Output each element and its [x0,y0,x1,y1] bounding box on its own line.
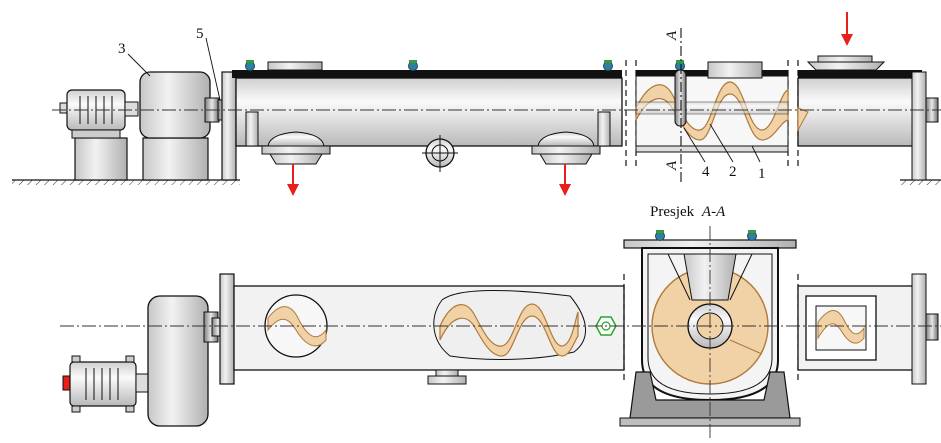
flow-arrow-icon [287,12,853,196]
inspection-port-icon [422,135,458,172]
centerline-bottom [60,226,941,440]
section-marker-a-bottom: A [664,160,680,171]
screw-shaft-top [635,101,789,115]
gearbox-plan [147,295,225,427]
label-part-5: 5 [196,26,204,42]
discharge-outlet-1 [261,131,331,165]
leader-lines [127,37,761,163]
section-marker-a-top: A [664,30,680,41]
section-caption-id: A-A [701,204,726,220]
section-caption: Presjek A-A [650,204,726,220]
gearbox [139,71,220,139]
screw-cutaway-plan [433,290,586,360]
bolt-icon [245,60,685,71]
trough-left-end [221,71,237,181]
label-part-2: 2 [729,164,737,180]
label-part-1: 1 [758,166,766,182]
trough-right-section [797,55,939,181]
bolt-icon [655,230,757,241]
electric-motor [59,89,139,139]
label-part-4: 4 [702,164,710,180]
ground-top [12,179,941,185]
screw-flight-top [635,81,789,141]
section-caption-prefix: Presjek [650,204,695,220]
label-part-3: 3 [118,41,126,57]
discharge-outlet-2 [531,131,601,165]
trough-right-plan [797,273,939,385]
inspection-window [264,294,328,358]
motor-base [74,137,209,181]
electric-motor-plan [62,355,149,413]
